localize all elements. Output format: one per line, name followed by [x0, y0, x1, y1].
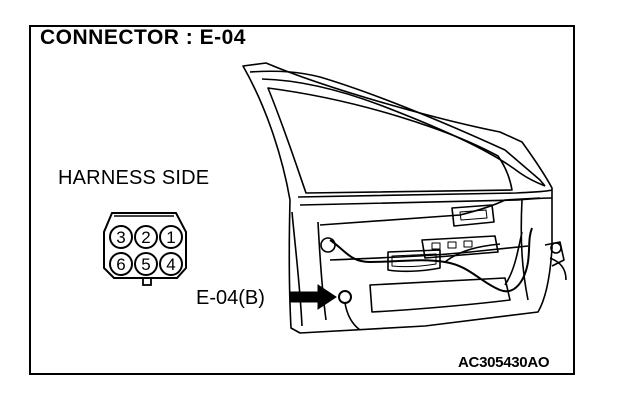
pin-label: 4	[166, 255, 175, 274]
door-trim-mid	[329, 245, 529, 261]
inner-handle-bezel	[451, 204, 495, 227]
window-frame-outer	[249, 70, 546, 187]
door-latch-edge	[520, 199, 529, 301]
e04-connector-lead	[344, 302, 361, 331]
pin-label: 1	[166, 228, 175, 247]
armrest-pocket-inner	[391, 253, 437, 268]
inner-handle-lever	[459, 209, 488, 221]
connector-latch	[142, 277, 152, 286]
pin-2-circle	[134, 225, 158, 249]
door-hinge-bolt	[550, 242, 562, 254]
wiring-harness-branch	[444, 243, 501, 263]
connector-title: CONNECTOR : E-04	[40, 26, 246, 49]
window-switch-panel	[421, 235, 499, 259]
connector-housing	[103, 212, 187, 279]
car-door-drawing	[242, 62, 567, 334]
figure-code: AC305430AO	[458, 354, 550, 371]
harness-grommet	[549, 257, 567, 281]
switch-button	[463, 240, 473, 248]
inner-panel-left	[317, 221, 327, 321]
wiring-harness	[329, 227, 533, 293]
e04-connector	[338, 290, 352, 304]
connector-face	[103, 212, 187, 286]
speaker	[320, 237, 336, 253]
window-glass-inner	[267, 87, 513, 194]
inner-panel-edge	[291, 211, 303, 327]
callout-label: E-04(B)	[196, 287, 265, 309]
switch-button	[431, 242, 441, 250]
pin-label: 2	[141, 228, 150, 247]
arrow-right-icon	[289, 284, 337, 310]
door-map-pocket	[369, 277, 511, 313]
pin-label: 3	[116, 228, 125, 247]
armrest-pocket	[387, 249, 441, 273]
pin-3-circle	[109, 225, 133, 249]
pin-5-circle	[134, 252, 158, 276]
pin-4-circle	[159, 252, 183, 276]
pin-1-circle	[159, 225, 183, 249]
harness-side-label: HARNESS SIDE	[58, 167, 210, 189]
switch-button	[447, 241, 457, 249]
pin-label: 5	[141, 255, 150, 274]
door-belt-line	[297, 189, 553, 198]
wiring-harness-branch	[504, 231, 523, 286]
pin-6-circle	[109, 252, 133, 276]
window-glass-edge	[261, 78, 546, 187]
pin-label: 6	[116, 255, 125, 274]
